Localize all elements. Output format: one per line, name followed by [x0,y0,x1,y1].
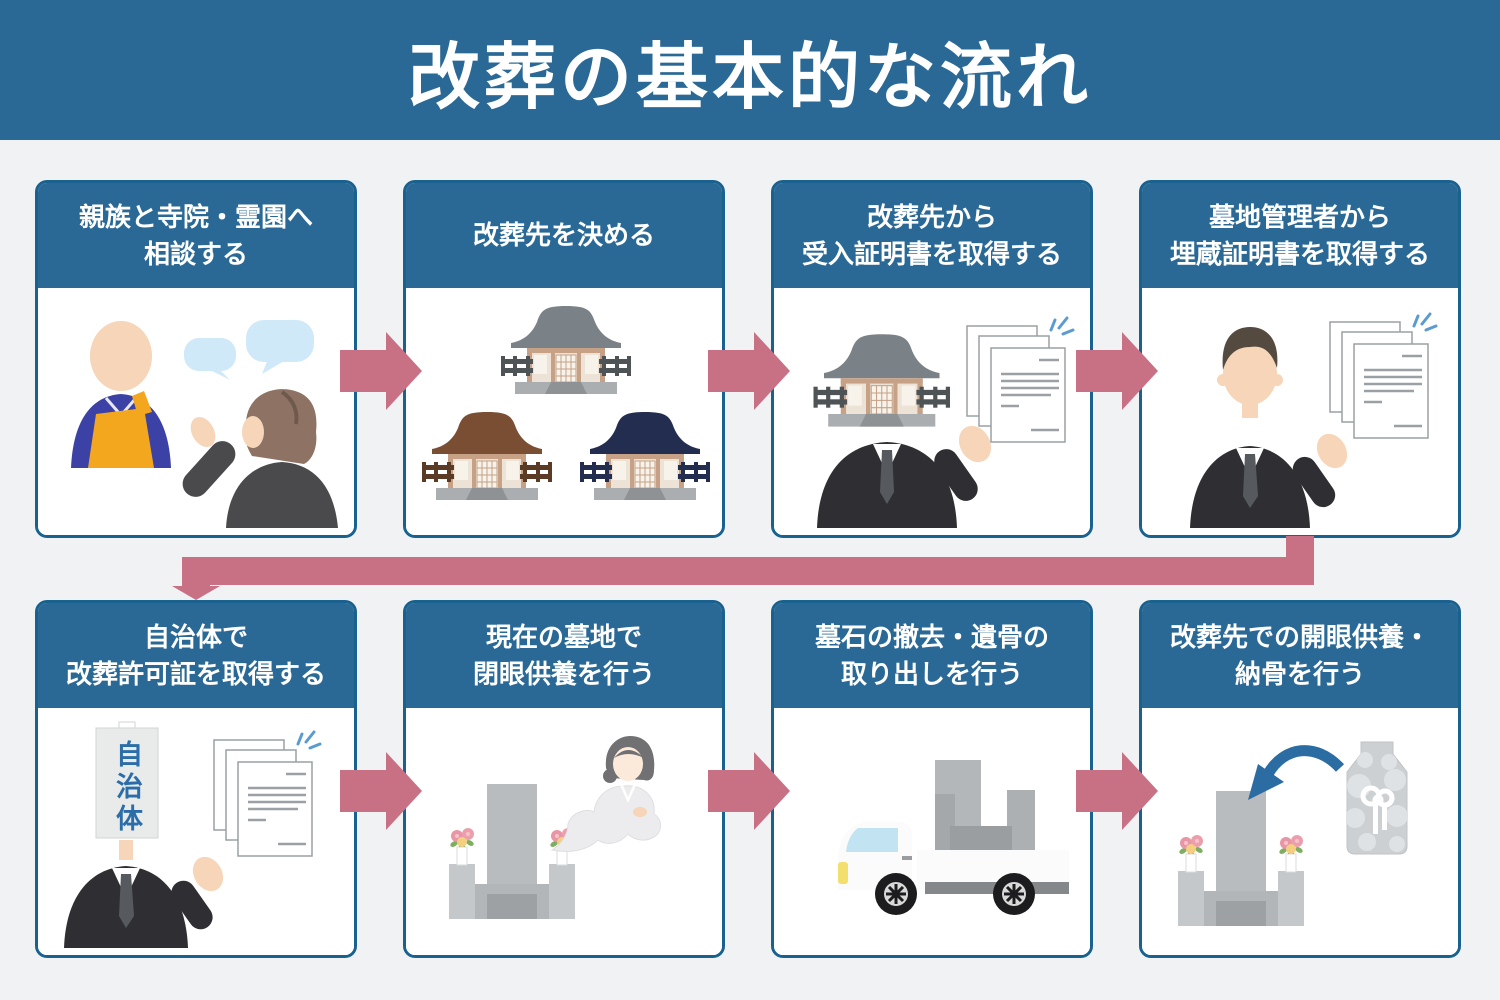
row-connector-stub [1286,536,1314,558]
step-5-illustration-area: 自治体 [38,708,354,955]
step-3-illustration-area [774,288,1090,535]
step-card-7: 墓石の撤去・遺骨の 取り出しを行う [771,600,1093,958]
page-header: 改葬の基本的な流れ [0,0,1500,140]
step-card-6: 現在の墓地で 閉眼供養を行う [403,600,725,958]
flow-arrow-right-icon [1076,752,1158,830]
step-card-1: 親族と寺院・霊園へ 相談する [35,180,357,538]
row-connector-arrowhead-icon [172,586,220,600]
row-connector-stem [182,584,210,587]
step-card-8: 改葬先での開眼供養・ 納骨を行う [1139,600,1461,958]
step-8-title: 改葬先での開眼供養・ 納骨を行う [1142,603,1458,708]
grave-spirit-illustration [414,735,661,948]
flow-arrow-right-icon [340,332,422,410]
step-4-title: 墓地管理者から 埋蔵証明書を取得する [1142,183,1458,288]
manager-certificate-illustration [1190,312,1438,528]
step-8-illustration-area [1142,708,1458,955]
step-7-illustration-area [774,708,1090,955]
new-grave-urn-illustration [1150,741,1408,948]
step-5-title: 自治体で 改葬許可証を取得する [38,603,354,708]
step-6-illustration-area [406,708,722,955]
flow-arrow-right-icon [708,332,790,410]
step-6-title: 現在の墓地で 閉眼供養を行う [406,603,722,708]
step-2-illustration-area [406,288,722,535]
place-into-grave-arrow-icon [1263,744,1345,777]
step-card-4: 墓地管理者から 埋蔵証明書を取得する [1139,180,1461,538]
municipality-permit-illustration: 自治体 [64,721,322,948]
truck-removal-illustration [838,759,1069,915]
urn-icon [1346,741,1408,854]
flow-arrow-right-icon [1076,332,1158,410]
step-4-illustration-area [1142,288,1458,535]
flow-arrow-right-icon [708,752,790,830]
monk-consultation-illustration [71,319,338,528]
step-1-illustration-area [38,288,354,535]
row-connector-bar [182,557,1314,585]
step-card-5: 自治体で 改葬許可証を取得する 自治体 [35,600,357,958]
step-2-title: 改葬先を決める [406,183,722,288]
step-card-2: 改葬先を決める [403,180,725,538]
three-temples-illustration [421,305,711,500]
step-3-title: 改葬先から 受入証明書を取得する [774,183,1090,288]
step-1-title: 親族と寺院・霊園へ 相談する [38,183,354,288]
step-card-3: 改葬先から 受入証明書を取得する [771,180,1093,538]
page-title: 改葬の基本的な流れ [407,37,1092,118]
flow-arrow-right-icon [340,752,422,830]
municipality-sign-text: 自治体 [112,738,143,835]
step-7-title: 墓石の撤去・遺骨の 取り出しを行う [774,603,1090,708]
temple-certificate-illustration [812,316,1075,528]
